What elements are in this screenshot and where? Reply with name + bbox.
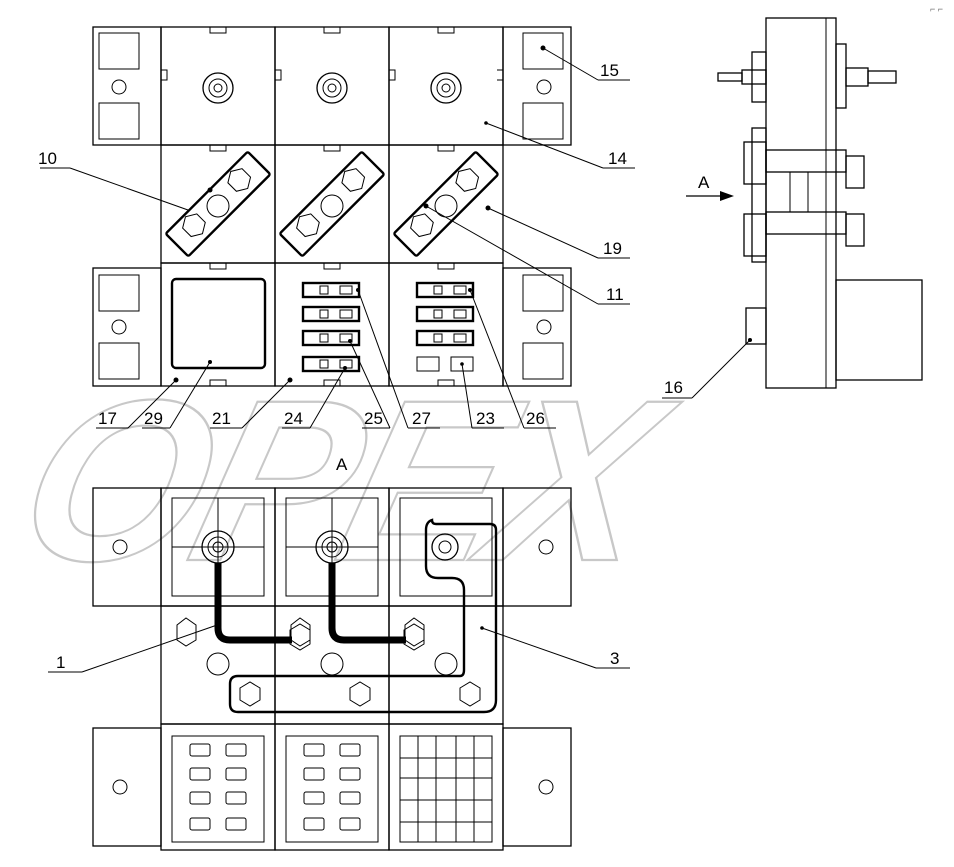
callout-10: 10 <box>38 149 57 168</box>
callout-29: 29 <box>144 409 163 428</box>
callout-25: 25 <box>364 409 383 428</box>
side-view <box>717 17 923 389</box>
callout-19: 19 <box>603 239 622 258</box>
view-a <box>92 487 572 851</box>
callout-15: 15 <box>600 61 619 80</box>
view-arrow-label: A <box>698 173 710 192</box>
module-row-3 <box>160 262 504 387</box>
module-row-1 <box>160 26 504 146</box>
callout-17: 17 <box>98 409 117 428</box>
callout-24: 24 <box>284 409 303 428</box>
callout-14: 14 <box>608 149 627 168</box>
view-arrow-a: A <box>686 173 734 201</box>
callout-23: 23 <box>476 409 495 428</box>
corner-mark: ⌐ ⌐ <box>930 4 943 14</box>
leader-dots <box>173 45 752 630</box>
callout-21: 21 <box>212 409 231 428</box>
leader-lines <box>40 47 751 673</box>
top-view <box>92 26 572 387</box>
callout-16: 16 <box>664 378 683 397</box>
watermark-text: OPEX <box>0 353 695 609</box>
callout-3: 3 <box>610 649 619 668</box>
watermark: OPEX <box>0 352 696 610</box>
callout-1: 1 <box>56 653 65 672</box>
end-plate-left-top <box>92 26 162 146</box>
section-title-a: A <box>336 455 348 474</box>
callout-26: 26 <box>526 409 545 428</box>
callout-27: 27 <box>412 409 431 428</box>
module-row-2 <box>160 144 504 264</box>
callout-11: 11 <box>606 285 624 304</box>
callout-labels: 15 14 10 19 11 16 17 29 21 24 25 27 23 2… <box>38 61 683 672</box>
relay-cover <box>170 277 267 370</box>
